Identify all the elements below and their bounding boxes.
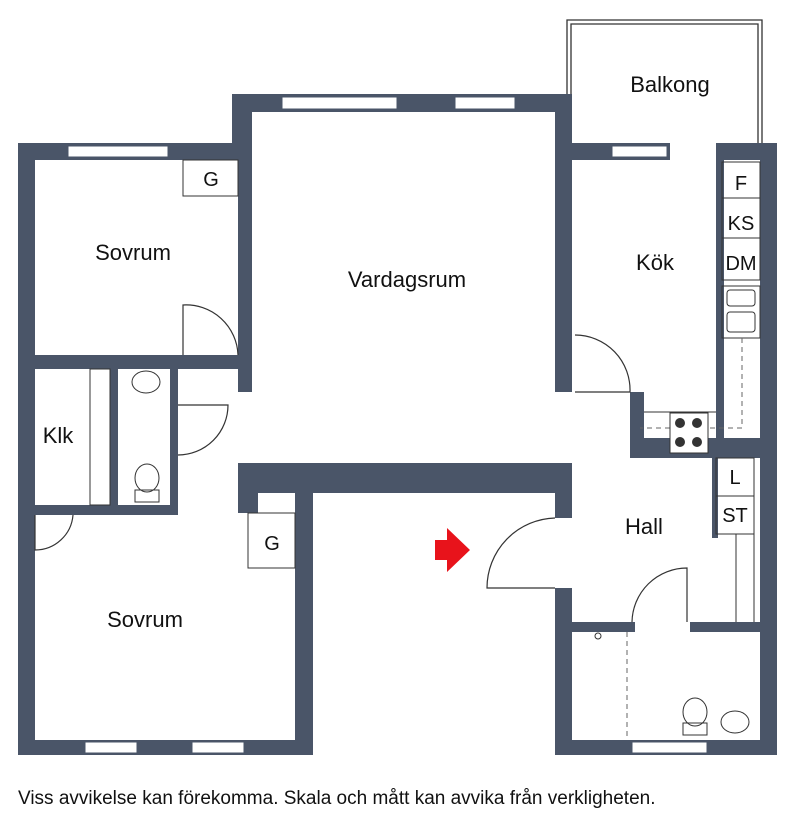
stove [669,412,709,454]
room-label-klk: Klk [43,423,75,448]
floor-plan: Balkong Vardagsrum Sovrum Kök Klk Hall S… [18,19,777,755]
room-label-sovrum-bottom: Sovrum [107,607,183,632]
fixture-dm: DM [725,253,756,275]
dashed-lines [626,338,743,740]
windows [67,96,708,754]
fixture-l: L [729,467,740,489]
sinks [131,289,756,736]
room-label-balkong: Balkong [630,72,710,97]
room-label-vardagsrum: Vardagsrum [348,267,466,292]
entrance-arrow [435,528,470,572]
fixture-g-bottom: G [264,533,280,555]
room-label-hall: Hall [625,514,663,539]
doors [34,304,688,623]
fixture-lines [89,159,761,622]
disclaimer-text: Viss avvikelse kan förekomma. Skala och … [18,788,656,809]
walls [18,94,777,755]
fixture-ks: KS [728,213,755,235]
labels: Balkong Vardagsrum Sovrum Kök Klk Hall S… [43,72,757,632]
fixture-g-top: G [203,169,219,191]
room-label-kok: Kök [636,250,675,275]
room-label-sovrum-top: Sovrum [95,240,171,265]
fixture-st: ST [722,505,748,527]
fixture-f: F [735,173,747,195]
balcony [566,19,763,143]
